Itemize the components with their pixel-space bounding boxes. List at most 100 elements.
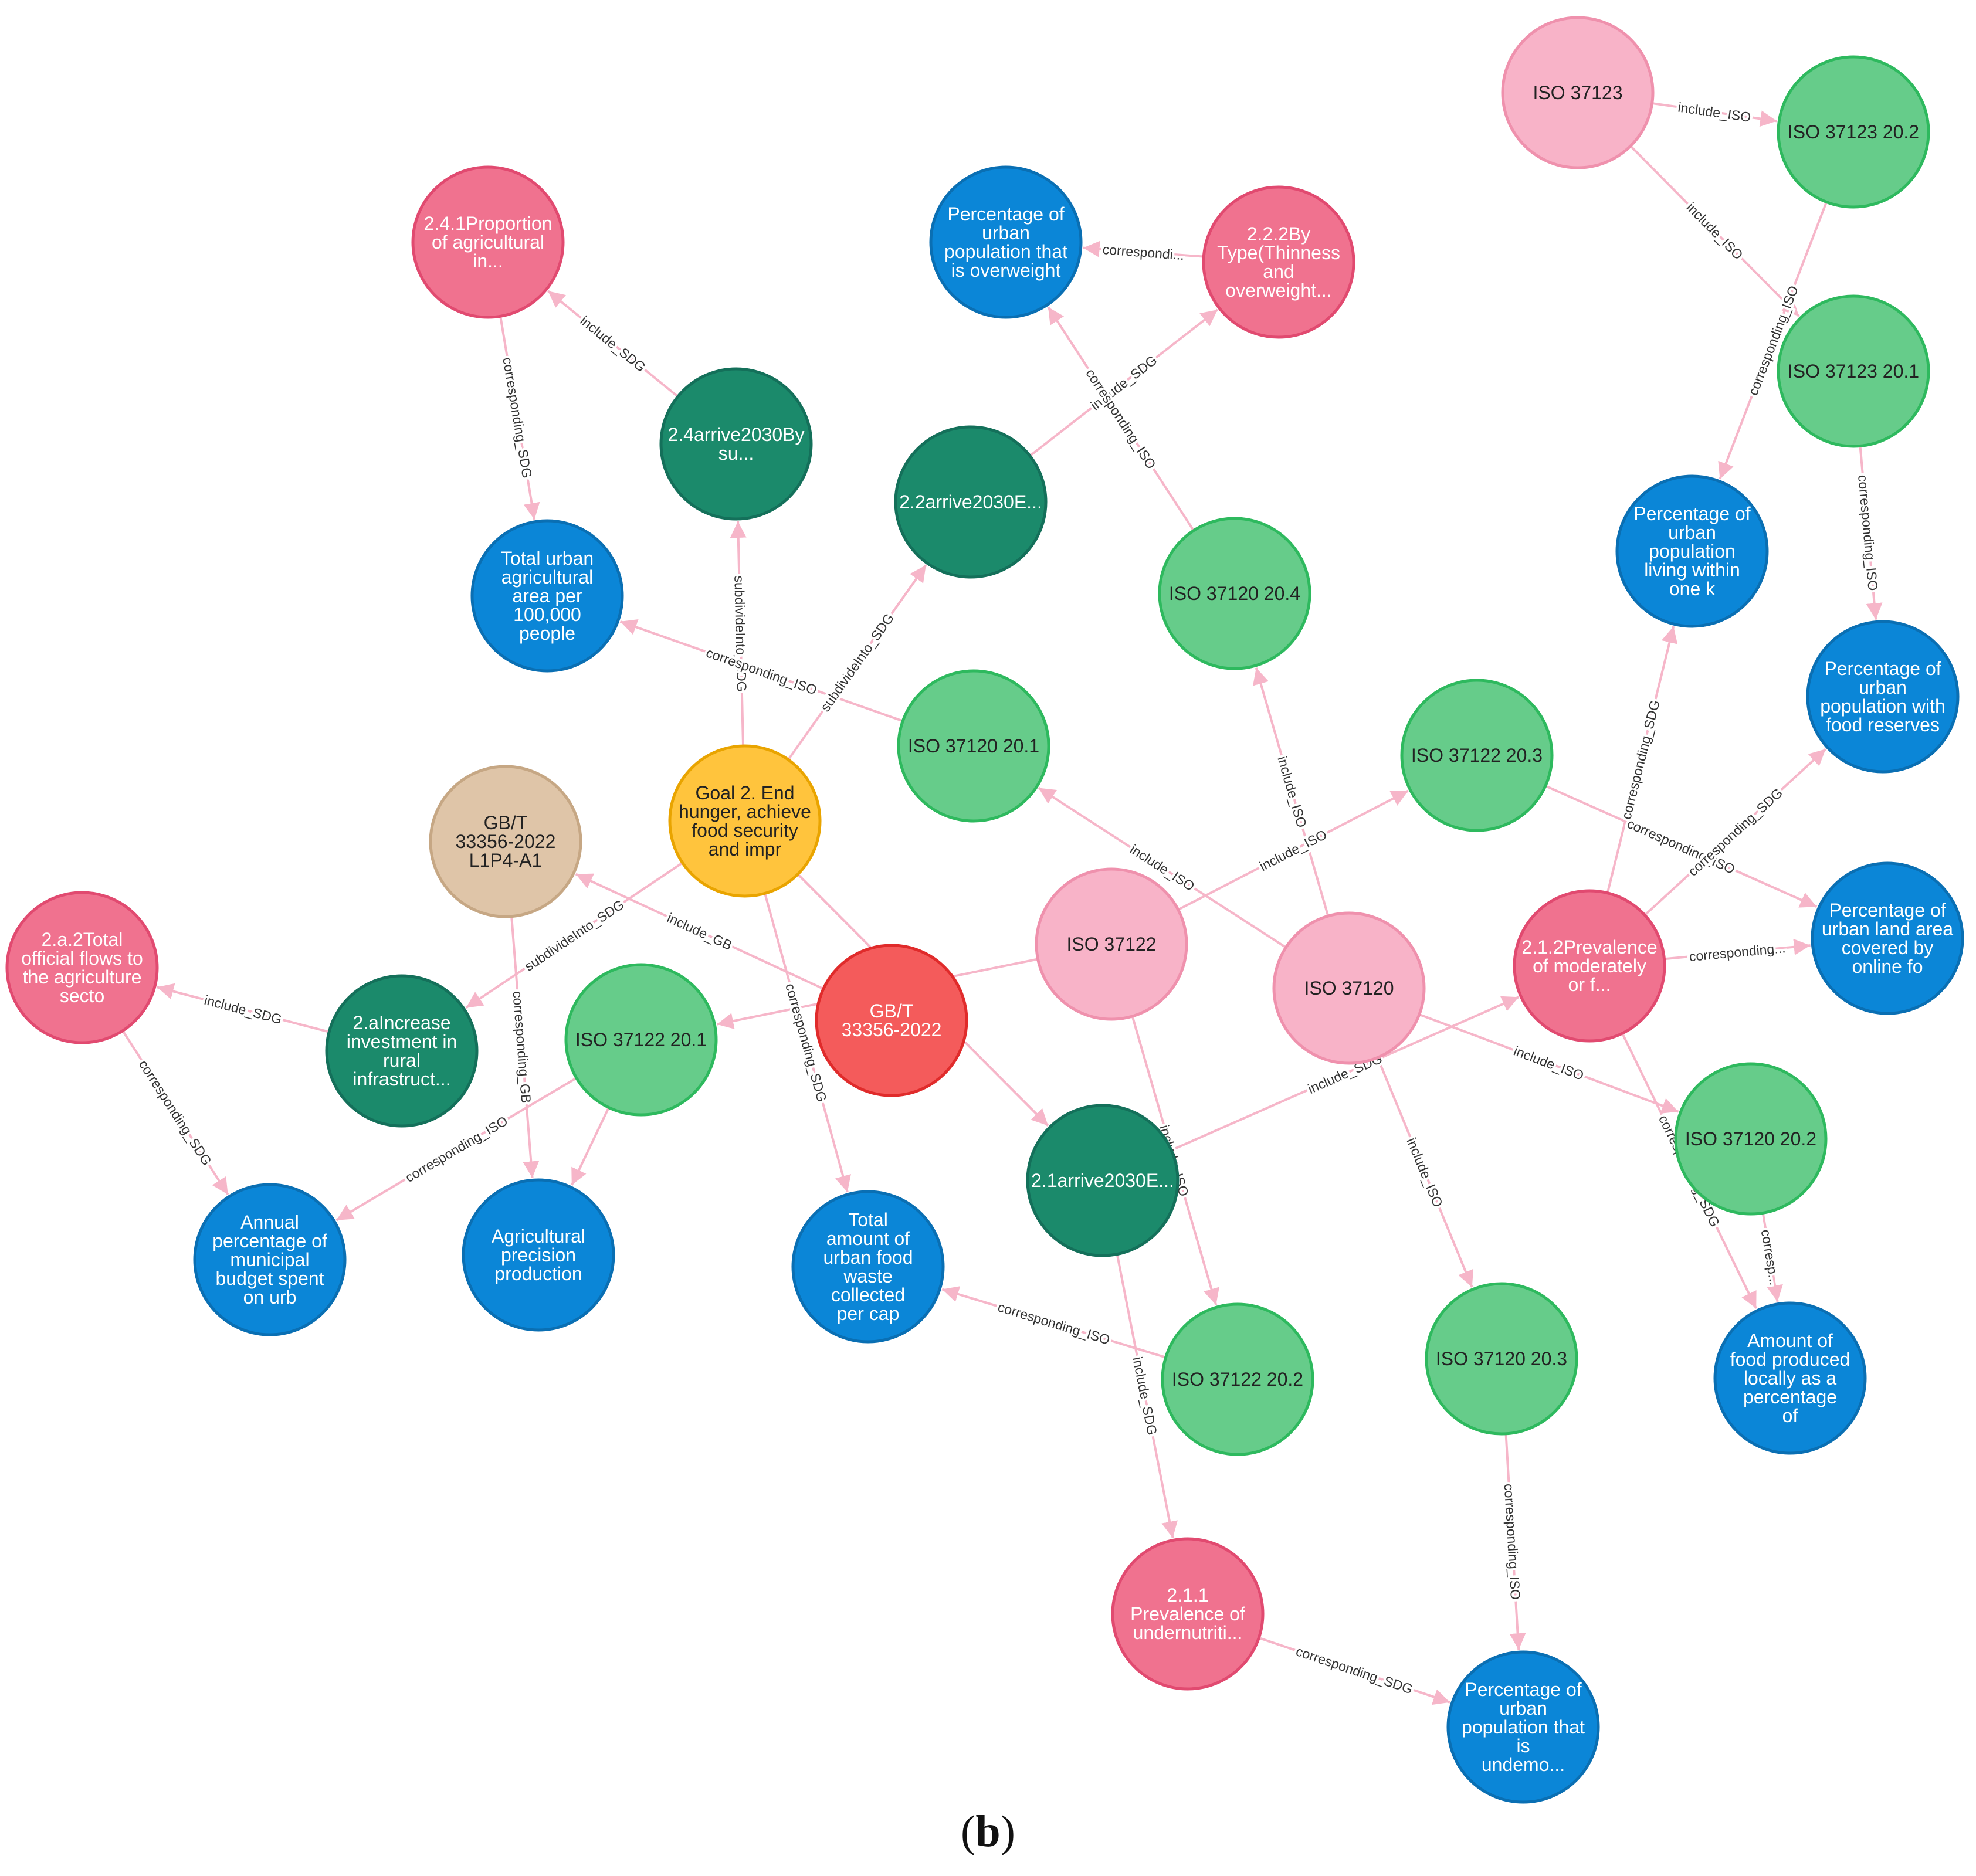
node-circle[interactable] bbox=[1777, 294, 1930, 448]
node-sdg222[interactable]: 2.2.2ByType(Thinnessandoverweight... bbox=[1202, 185, 1355, 339]
node-circle[interactable] bbox=[1513, 889, 1666, 1043]
node-label-line: hunger, achieve bbox=[679, 801, 811, 822]
node-iso37120_203[interactable]: ISO 37120 20.3 bbox=[1425, 1282, 1578, 1436]
edge-label: include_ISO bbox=[1404, 1135, 1446, 1209]
node-iso37122_202[interactable]: ISO 37122 20.2 bbox=[1161, 1302, 1314, 1456]
node-label-line: urban food bbox=[823, 1247, 913, 1268]
node-circle[interactable] bbox=[411, 165, 565, 319]
node-circle[interactable] bbox=[5, 891, 159, 1044]
edge-label: corresponding_SDG bbox=[136, 1057, 215, 1168]
node-iso37123_201[interactable]: ISO 37123 20.1 bbox=[1777, 294, 1930, 448]
node-label-line: GB/T bbox=[484, 812, 528, 833]
node-circle[interactable] bbox=[1026, 1104, 1180, 1257]
node-label-line: 2.1arrive2030E... bbox=[1031, 1170, 1174, 1191]
node-iso37120_201[interactable]: ISO 37120 20.1 bbox=[897, 669, 1050, 823]
node-circle[interactable] bbox=[1615, 474, 1769, 628]
node-iso37122_201[interactable]: ISO 37122 20.1 bbox=[564, 963, 718, 1117]
node-label-line: covered by bbox=[1842, 937, 1934, 958]
edge-goal2-to-t22 bbox=[787, 564, 927, 761]
node-label-line: food reserves bbox=[1826, 714, 1940, 735]
edge-sdg211-to-pct_undernourished bbox=[1258, 1637, 1450, 1705]
node-circle[interactable] bbox=[791, 1190, 945, 1344]
node-circle[interactable] bbox=[193, 1183, 347, 1336]
node-circle[interactable] bbox=[564, 963, 718, 1117]
edge-label: corresponding_ISO bbox=[996, 1299, 1111, 1348]
node-circle[interactable] bbox=[1111, 1537, 1265, 1691]
node-label-line: online fo bbox=[1852, 956, 1923, 977]
edge-iso37120-to-iso37120_204 bbox=[1253, 667, 1330, 917]
node-label-line: of bbox=[1782, 1405, 1798, 1426]
node-label-line: Percentage of bbox=[947, 203, 1064, 225]
node-iso37122_203[interactable]: ISO 37122 20.3 bbox=[1400, 679, 1554, 832]
node-circle[interactable] bbox=[1158, 517, 1311, 670]
node-circle[interactable] bbox=[1674, 1062, 1828, 1216]
node-circle[interactable] bbox=[1035, 867, 1188, 1021]
node-label-line: budget spent bbox=[215, 1268, 324, 1289]
node-circle[interactable] bbox=[470, 519, 624, 673]
node-label-line: 2.a.2Total bbox=[42, 929, 123, 950]
node-circle[interactable] bbox=[1713, 1301, 1867, 1455]
node-iso37120_202[interactable]: ISO 37120 20.2 bbox=[1674, 1062, 1828, 1216]
node-iso37123[interactable]: ISO 37123 bbox=[1501, 16, 1655, 169]
node-label-line: secto bbox=[60, 985, 104, 1006]
node-label-line: on urb bbox=[243, 1287, 297, 1308]
node-circle[interactable] bbox=[325, 974, 479, 1128]
node-label-line: amount of bbox=[826, 1228, 910, 1249]
caption-close: ) bbox=[1000, 1807, 1015, 1856]
node-t24[interactable]: 2.4arrive2030Bysu... bbox=[659, 367, 813, 521]
node-label-line: percentage of bbox=[212, 1230, 327, 1251]
node-label-line: urban bbox=[1499, 1698, 1547, 1719]
node-circle[interactable] bbox=[1202, 185, 1355, 339]
node-circle[interactable] bbox=[1161, 1302, 1314, 1456]
node-circle[interactable] bbox=[894, 425, 1048, 579]
node-circle[interactable] bbox=[1811, 861, 1964, 1015]
node-circle[interactable] bbox=[1272, 911, 1426, 1065]
node-label-line: and bbox=[1263, 261, 1294, 282]
node-label-line: L1P4-A1 bbox=[469, 850, 543, 871]
node-circle[interactable] bbox=[462, 1178, 615, 1332]
edge-iso37122_201-to-agri_precision bbox=[571, 1107, 610, 1186]
node-circle[interactable] bbox=[1777, 55, 1930, 209]
node-t21[interactable]: 2.1arrive2030E... bbox=[1026, 1104, 1180, 1257]
node-iso37122[interactable]: ISO 37122 bbox=[1035, 867, 1188, 1021]
node-circle[interactable] bbox=[815, 944, 968, 1097]
edge-label: include_ISO bbox=[1275, 755, 1310, 830]
node-iso37120_204[interactable]: ISO 37120 20.4 bbox=[1158, 517, 1311, 670]
node-circle[interactable] bbox=[929, 165, 1083, 319]
edge-label: include_ISO bbox=[1677, 100, 1752, 125]
node-circle[interactable] bbox=[429, 765, 582, 918]
node-iso37123_202[interactable]: ISO 37123 20.2 bbox=[1777, 55, 1930, 209]
node-circle[interactable] bbox=[659, 367, 813, 521]
node-circle[interactable] bbox=[1425, 1282, 1578, 1436]
node-circle[interactable] bbox=[1806, 620, 1960, 774]
node-circle[interactable] bbox=[1446, 1650, 1600, 1804]
node-circle[interactable] bbox=[897, 669, 1050, 823]
node-label-line: 33356-2022 bbox=[456, 831, 556, 852]
node-label-line: urban bbox=[1859, 677, 1907, 698]
node-t22[interactable]: 2.2arrive2030E... bbox=[894, 425, 1048, 579]
node-label-line: official flows to bbox=[21, 948, 143, 969]
node-label-line: 2.2.2By bbox=[1247, 223, 1311, 245]
node-iso37120[interactable]: ISO 37120 bbox=[1272, 911, 1426, 1065]
node-circle[interactable] bbox=[1400, 679, 1554, 832]
node-circle[interactable] bbox=[668, 744, 822, 898]
node-circle[interactable] bbox=[1501, 16, 1655, 169]
